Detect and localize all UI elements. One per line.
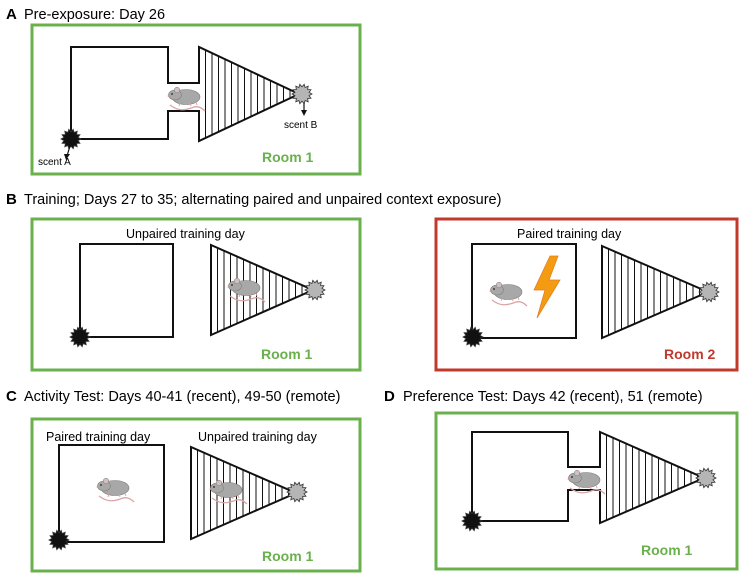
scent-light-icon	[695, 467, 717, 489]
panel-c-frame	[30, 417, 362, 573]
mouse-icon	[488, 281, 528, 307]
panel-d-title: Preference Test: Days 42 (recent), 51 (r…	[403, 389, 703, 405]
panel-c-letter: C	[6, 388, 17, 405]
scent-dark-icon	[461, 510, 483, 532]
panel-d-frame	[434, 411, 739, 571]
panel-c-square-chamber	[58, 444, 165, 543]
panel-c-room: Room 1	[262, 548, 314, 564]
panel-b-left-day-label: Unpaired training day	[126, 227, 246, 241]
panel-b-right-square-chamber	[471, 243, 577, 339]
panel-b-right-frame	[434, 217, 739, 372]
panel-b-letter: B	[6, 191, 17, 208]
panel-b-right-day-label: Paired training day	[517, 227, 622, 241]
scent-b-label: scent B	[284, 120, 318, 131]
panel-a-letter: A	[6, 6, 17, 23]
panel-d-striped-chamber	[606, 434, 698, 521]
scent-dark-icon	[69, 326, 91, 348]
scent-dark-icon	[48, 529, 70, 551]
arrow-down-icon	[301, 103, 307, 116]
panel-b-left-triangle-chamber	[210, 243, 316, 337]
panel-a-striped-chamber	[205, 50, 297, 138]
panel-b-right-room: Room 2	[664, 346, 716, 362]
panel-b-left-frame	[30, 217, 362, 372]
arrow-down-icon	[64, 145, 71, 160]
scent-light-icon	[291, 83, 313, 105]
panel-a-title: Pre-exposure: Day 26	[24, 7, 165, 23]
panel-c-unpaired-label: Unpaired training day	[198, 430, 318, 444]
lightning-bolt-icon	[533, 255, 561, 319]
panel-c-title: Activity Test: Days 40-41 (recent), 49-5…	[24, 389, 340, 405]
scent-light-icon	[304, 279, 326, 301]
scent-dark-icon	[462, 326, 484, 348]
mouse-icon	[166, 86, 206, 112]
panel-a-frame	[30, 23, 362, 176]
mouse-icon	[208, 479, 248, 505]
panel-b-right-triangle-chamber	[601, 244, 711, 340]
mouse-icon	[226, 277, 266, 303]
panel-b-title: Training; Days 27 to 35; alternating pai…	[24, 192, 501, 208]
panel-b-right-stripes	[608, 248, 700, 336]
scent-a-label: scent A	[38, 157, 71, 168]
panel-c-stripes	[197, 449, 289, 537]
mouse-icon	[95, 477, 135, 503]
scent-dark-icon	[60, 128, 82, 150]
panel-d-room: Room 1	[641, 542, 693, 558]
panel-b-left-room: Room 1	[261, 346, 313, 362]
scent-light-icon	[698, 281, 720, 303]
panel-c-paired-label: Paired training day	[46, 430, 151, 444]
panel-a-room: Room 1	[262, 149, 314, 165]
scent-light-icon	[286, 481, 308, 503]
panel-b-left-square-chamber	[79, 243, 174, 338]
panel-d-letter: D	[384, 388, 395, 405]
panel-a-maze	[70, 45, 302, 143]
